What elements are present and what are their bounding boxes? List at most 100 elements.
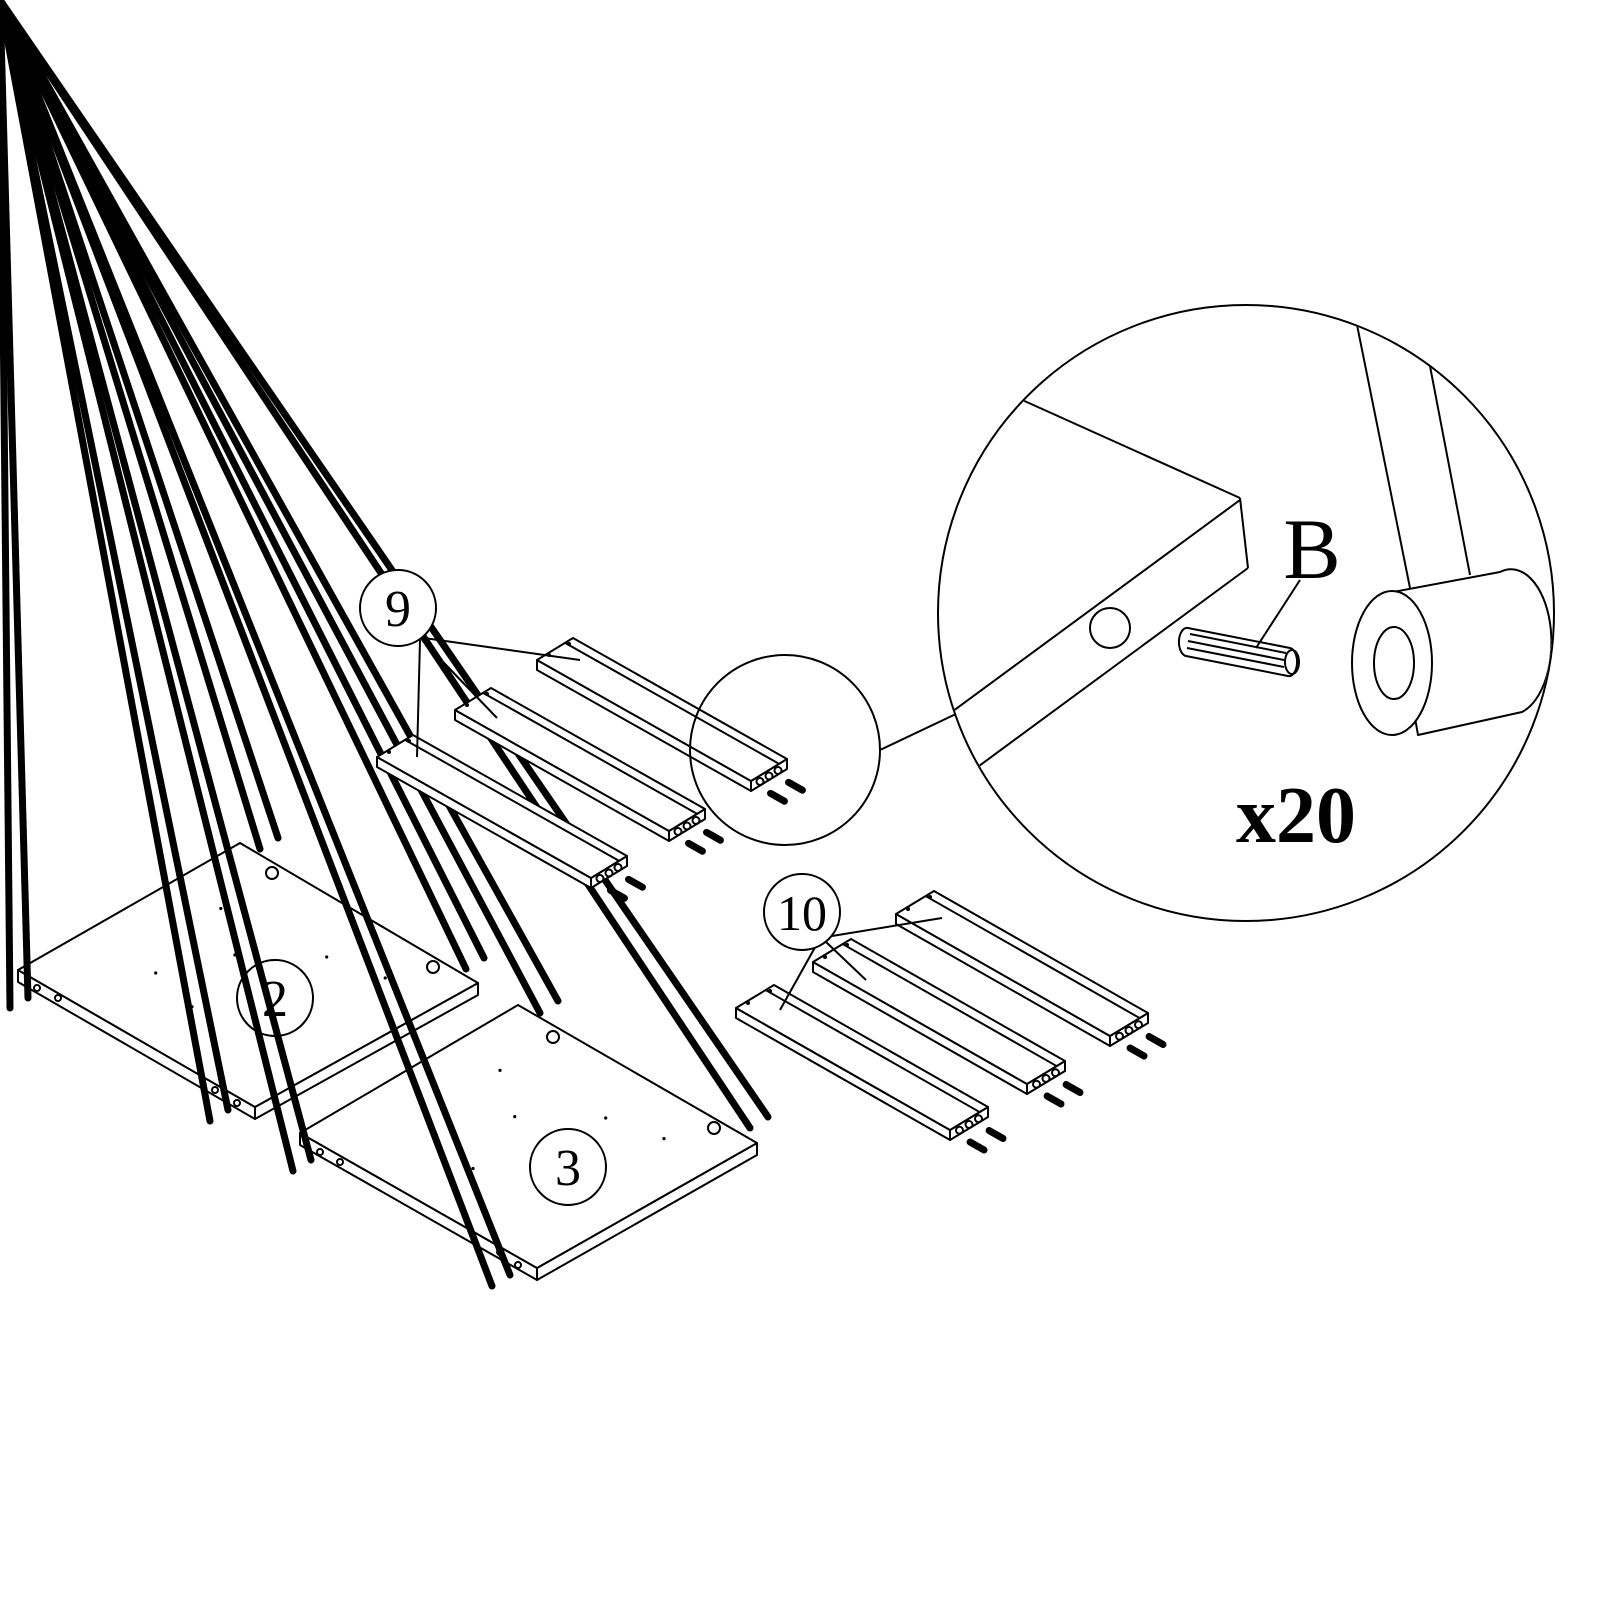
callout-9: 9 <box>359 569 581 758</box>
pre-drilled-hole <box>407 739 411 743</box>
dowel-pin <box>966 1138 988 1154</box>
dowel-hole <box>613 863 623 872</box>
dowel-pin <box>0 0 315 1164</box>
plank-board <box>376 734 646 902</box>
dowel-hole <box>682 821 692 831</box>
pre-drilled-hole <box>746 1001 750 1005</box>
cam-hole <box>426 960 440 974</box>
dowel-hole <box>1089 607 1131 649</box>
dowel-hole <box>1051 1068 1060 1078</box>
pre-drilled-hole <box>219 906 223 911</box>
callout-10: 10 <box>763 873 943 1011</box>
pre-drilled-hole <box>928 895 932 899</box>
plank-groove <box>482 691 698 815</box>
pre-drilled-hole <box>154 971 158 975</box>
plank-groove <box>925 895 1141 1019</box>
dowel-hole <box>691 816 701 825</box>
plank-board <box>812 938 1084 1108</box>
dowel-hole <box>964 1120 974 1129</box>
panel-top-face <box>299 1004 758 1269</box>
post-closeup <box>1351 306 1553 736</box>
plank-top-face <box>376 734 628 879</box>
dowel-hole <box>316 1148 324 1156</box>
plank-top-face <box>812 938 1066 1085</box>
dowel-hole <box>54 994 62 1002</box>
dowel-hole <box>955 1125 964 1135</box>
plank-top-face <box>536 637 788 782</box>
part-number-10: 10 <box>777 885 827 941</box>
dowel-hole <box>514 1261 522 1269</box>
dowel-pin <box>1126 1044 1148 1060</box>
dowel-pin <box>1145 1033 1167 1048</box>
pre-drilled-hole <box>768 989 772 993</box>
pre-drilled-hole <box>383 976 387 980</box>
leader-line <box>779 941 819 1011</box>
detail-connector-line <box>879 712 959 751</box>
dowel-pin <box>0 0 514 1279</box>
dowel-hole <box>764 771 774 781</box>
dowel-pin <box>767 789 788 805</box>
cam-hole <box>707 1121 721 1135</box>
leader-line <box>423 637 581 661</box>
dowel-hole <box>1115 1031 1124 1041</box>
pre-drilled-hole <box>190 1005 194 1009</box>
dowel-hole <box>1124 1026 1134 1035</box>
quantity-label: x20 <box>1236 772 1356 860</box>
pre-drilled-hole <box>498 1068 502 1072</box>
dowel-hole <box>1032 1079 1041 1089</box>
pre-drilled-hole <box>513 1115 517 1119</box>
dowel-pin <box>1062 1081 1084 1096</box>
plank-top-face <box>895 890 1149 1037</box>
pre-drilled-hole <box>604 1116 608 1120</box>
label-circle <box>529 1128 607 1206</box>
dowel-pin <box>0 0 32 1002</box>
label-circle <box>763 873 841 951</box>
dowel-hole <box>595 874 605 883</box>
board-edge-closeup <box>939 389 1249 781</box>
part-number-9: 9 <box>385 581 411 638</box>
dowel-pin <box>703 828 724 844</box>
dowel-hole <box>673 827 683 836</box>
dowel-hole <box>233 1099 241 1107</box>
label-circle <box>359 569 437 647</box>
dowel-hole <box>33 984 41 992</box>
cam-hole <box>546 1030 560 1044</box>
dowel-pin <box>0 0 488 962</box>
pre-drilled-hole <box>325 955 329 959</box>
dowel-pin <box>0 0 754 1132</box>
dowel-pin <box>1043 1092 1065 1108</box>
pre-drilled-hole <box>387 750 391 754</box>
leader-line <box>831 917 943 937</box>
wooden-dowel-icon <box>1177 626 1300 678</box>
dowel-hole <box>755 777 765 786</box>
leader-line <box>825 941 867 981</box>
leader-line <box>421 639 498 719</box>
plank-board <box>454 687 724 855</box>
part-b-leader <box>1255 579 1301 649</box>
plank-board <box>536 637 806 805</box>
plank-groove <box>765 989 981 1113</box>
dowel-pin <box>607 886 628 902</box>
panels: 23 <box>0 0 772 1290</box>
plank-top-face <box>454 687 706 832</box>
dowel-pin <box>985 1127 1007 1142</box>
plank-groove <box>564 641 780 765</box>
dowel-hole <box>773 766 783 775</box>
pre-drilled-hole <box>485 692 489 696</box>
panel-3: 3 <box>0 0 772 1290</box>
dowel-hole <box>1041 1074 1051 1083</box>
pre-drilled-hole <box>471 1166 475 1171</box>
plank-board <box>735 984 1007 1154</box>
dowel-pin <box>0 0 544 1017</box>
panel-2: 2 <box>0 0 488 1125</box>
plank-top-face <box>735 984 989 1131</box>
cam-hole <box>265 866 279 880</box>
dowel-pin <box>0 0 232 1114</box>
magnifier-circle <box>937 304 1555 922</box>
dowel-pin <box>0 0 282 842</box>
pre-drilled-hole <box>823 955 827 959</box>
part-label-b: B <box>1283 501 1340 597</box>
dowel-pin <box>785 778 806 794</box>
